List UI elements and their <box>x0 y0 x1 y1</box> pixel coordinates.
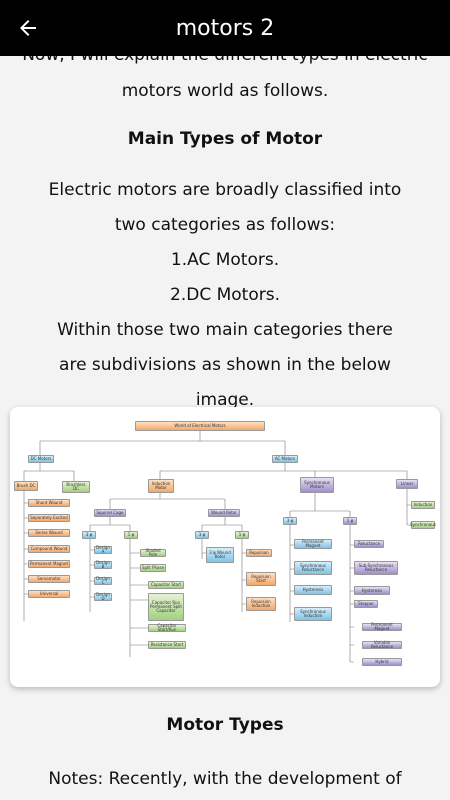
diagram-node-brush-dc: Brush DC <box>14 481 38 491</box>
diagram-node-root: World of Electrical Motors <box>135 421 265 431</box>
motor-types-diagram[interactable]: World of Electrical Motors DC Motors AC … <box>10 407 440 687</box>
diagram-node-sync-permanent: Permanent Magnet <box>294 539 332 549</box>
diagram-node-repulsion-induction: Repulsion Induction <box>246 597 276 611</box>
diagram-node-design-b: Design B <box>94 561 112 569</box>
diagram-node-separately: Separately Excited <box>28 514 70 522</box>
diagram-node-sync-induction: Synchronous Induction <box>294 607 332 621</box>
diagram-node-squirrel-cage: Squirrel Cage <box>94 509 126 517</box>
article-content[interactable]: Now, I will explain the different types … <box>0 56 450 800</box>
intro-end-text: motors world as follows. <box>121 81 329 101</box>
heading-main-types: Main Types of Motor <box>127 129 323 149</box>
diagram-node-resistance-start: Resistance Start <box>148 641 186 649</box>
diagram-node-design-a: Design A <box>94 546 112 554</box>
notes-partial-text: Notes: Recently, with the development of <box>48 769 402 789</box>
diagram-node-split-phase: Split Phase <box>140 564 166 572</box>
diagram-node-sync-reluctance: Synchronous Reluctance <box>294 561 332 575</box>
diagram-node-linear-synchronous: Synchronous <box>410 521 436 529</box>
back-button[interactable] <box>0 0 56 56</box>
diagram-node-capacitor-start: Capacitor Start <box>148 581 184 589</box>
diagram-node-permanent: Permanent Magnet <box>28 560 70 568</box>
diagram-node-linear-induction: Induction <box>411 501 435 509</box>
diagram-node-synchronous: Synchronous Motors <box>300 477 334 493</box>
diagram-node-shaded-pole: Shaded Pole <box>140 549 166 557</box>
diagram-node-design-c: Design C <box>94 577 112 585</box>
diagram-node-design-d: Design D <box>94 593 112 601</box>
diagram-node-3ph-wound-rotor: 3 φ Wound Rotor <box>206 547 234 563</box>
arrow-left-icon <box>20 20 36 36</box>
diagram-node-dc: DC Motors <box>28 455 54 463</box>
diagram-node-universal: Universal <box>28 590 70 598</box>
diagram-connectors <box>23 431 411 663</box>
diagram-node-1ph-sync: 1 φ <box>343 517 357 525</box>
para-classification: Electric motors are broadly classified i… <box>48 180 402 235</box>
diagram-node-stepper-permanent: Permanent Magnet <box>362 623 402 631</box>
diagram-node-3ph-sync: 3 φ <box>283 517 297 525</box>
diagram-node-capacitor-start-run: Capacitor Start/Run <box>148 624 186 632</box>
diagram-node-shunt: Shunt Wound <box>28 499 70 507</box>
diagram-node-repulsion: Repulsion <box>246 549 272 557</box>
page-title: motors 2 <box>175 15 275 41</box>
diagram-node-variable-reluctance: Variable Reluctance <box>362 641 402 649</box>
heading-motor-types: Motor Types <box>166 715 284 735</box>
diagram-node-reluctance: Reluctance <box>354 540 384 548</box>
diagram-node-compound: Compound Wound <box>28 545 70 553</box>
diagram-node-wound-rotor: Wound Rotor <box>208 509 240 517</box>
diagram-node-linear: Linear <box>396 479 418 489</box>
diagram-node-3ph-squirrel: 3 φ <box>82 531 96 539</box>
intro-partial-text: Now, I will explain the different types … <box>0 56 450 74</box>
diagram-node-repulsion-start: Repulsion Start <box>246 572 276 586</box>
app-bar: motors 2 <box>0 0 450 56</box>
diagram-node-hysteresis-1ph: Hysteresis <box>354 586 390 595</box>
diagram-node-capacitor-run: Capacitor Run Permanent Split Capacitor <box>148 593 184 621</box>
diagram-node-servomotor: Servomotor <box>28 575 70 583</box>
item-dc: 2.DC Motors. <box>170 285 280 305</box>
diagram-node-hybrid: Hybrid <box>362 658 402 666</box>
diagram-node-brushless-dc: Brushless DC <box>62 481 90 493</box>
diagram-node-hysteresis-3ph: Hysteresis <box>294 585 332 595</box>
diagram-node-series: Series Wound <box>28 529 70 537</box>
diagram-node-stepper: Stepper <box>354 600 378 608</box>
item-ac: 1.AC Motors. <box>170 250 280 270</box>
diagram-node-induction: Induction Motor <box>148 479 174 493</box>
diagram-node-1ph-wound: 1 φ <box>235 531 249 539</box>
diagram-node-sub-sync-reluctance: Sub-Synchronous Reluctance <box>354 561 398 575</box>
para-subdivisions: Within those two main categories there a… <box>57 320 393 410</box>
diagram-node-1ph-squirrel: 1 φ <box>124 531 138 539</box>
diagram-node-ac: AC Motors <box>272 455 298 463</box>
diagram-node-3ph-wound: 3 φ <box>195 531 209 539</box>
